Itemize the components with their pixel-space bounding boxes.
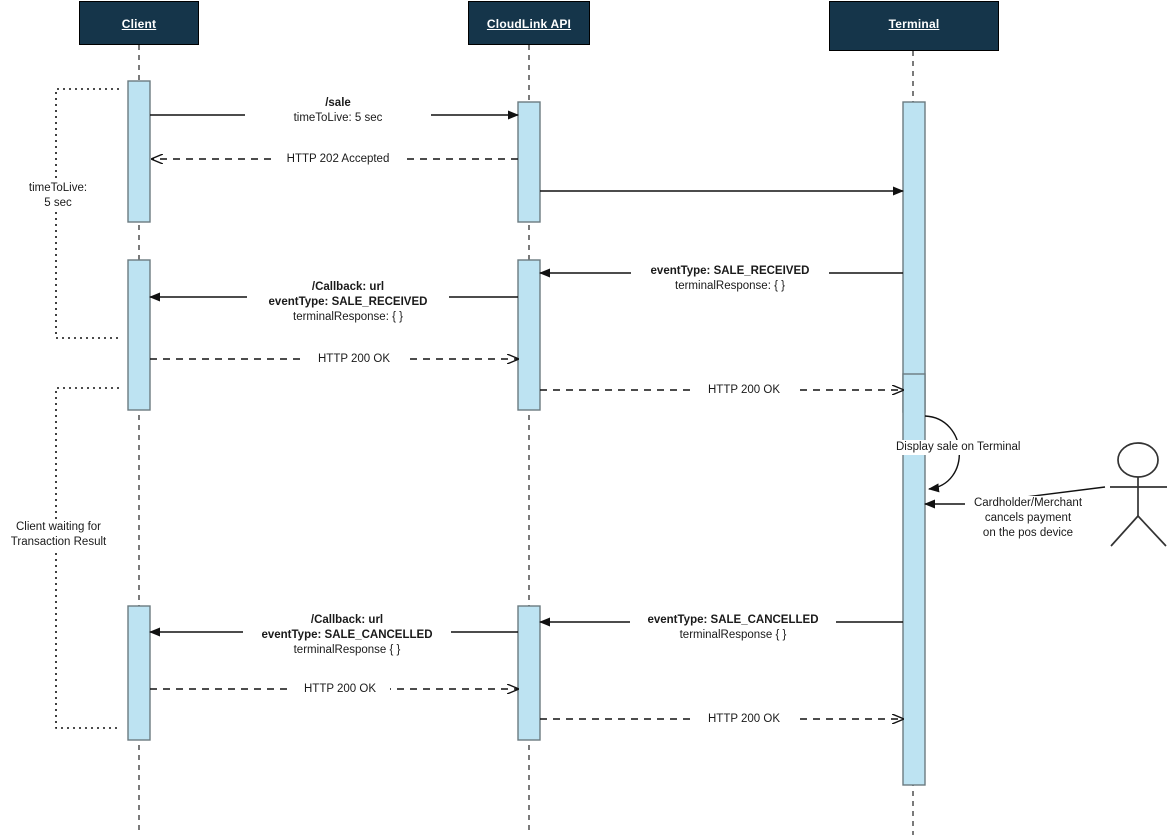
activation-cloudlink-2	[517, 259, 541, 411]
label-client-waiting-line-2: Transaction Result	[10, 536, 107, 548]
actor-header-client-label: Client	[121, 17, 157, 31]
label-client-waiting: Client waiting for Transaction Result	[0, 520, 117, 550]
label-sale-received-line-1: eventType: SALE_RECEIVED	[650, 265, 810, 277]
activation-terminal-1	[902, 101, 926, 413]
actor-header-client[interactable]: Client	[79, 1, 199, 45]
activation-group	[127, 80, 926, 786]
label-sale-received-line-2: terminalResponse: { }	[675, 280, 785, 292]
label-http-200-ok-1-text: HTTP 200 OK	[317, 353, 390, 365]
label-display-sale-on-terminal-text: Display sale on Terminal	[896, 441, 1021, 453]
label-cardholder-cancels-line-2: cancels payment	[984, 512, 1072, 524]
label-sale-cancelled-line-1: eventType: SALE_CANCELLED	[647, 614, 819, 626]
actor-header-terminal[interactable]: Terminal	[829, 1, 999, 51]
label-callback-sale-received-line-2: eventType: SALE_RECEIVED	[268, 296, 428, 308]
label-callback-sale-cancelled-line-3: terminalResponse { }	[293, 644, 401, 656]
label-callback-sale-received: /Callback: url eventType: SALE_RECEIVED …	[247, 280, 449, 325]
label-cardholder-cancels-line-3: on the pos device	[982, 527, 1074, 539]
label-callback-sale-cancelled: /Callback: url eventType: SALE_CANCELLED…	[243, 613, 451, 658]
label-display-sale-on-terminal: Display sale on Terminal	[893, 440, 1041, 455]
label-http-200-ok-3: HTTP 200 OK	[290, 682, 390, 697]
bracket-client-waiting	[55, 387, 119, 729]
label-time-to-live: timeToLive: 5 sec	[8, 181, 108, 211]
stick-figure-leg-right	[1137, 515, 1167, 547]
label-http-202-accepted: HTTP 202 Accepted	[271, 152, 405, 167]
label-time-to-live-line-1: timeToLive:	[28, 182, 88, 194]
actor-header-terminal-label: Terminal	[888, 17, 940, 31]
label-http-202-accepted-text: HTTP 202 Accepted	[286, 153, 390, 165]
label-callback-sale-cancelled-line-1: /Callback: url	[310, 614, 384, 626]
label-sale-cancelled-line-2: terminalResponse { }	[679, 629, 787, 641]
label-http-200-ok-2: HTTP 200 OK	[694, 383, 794, 398]
label-callback-sale-cancelled-line-2: eventType: SALE_CANCELLED	[261, 629, 433, 641]
activation-client-2	[127, 259, 151, 411]
label-http-200-ok-4-text: HTTP 200 OK	[707, 713, 780, 725]
label-http-200-ok-2-text: HTTP 200 OK	[707, 384, 780, 396]
label-http-200-ok-3-text: HTTP 200 OK	[303, 683, 376, 695]
label-sale-request-line-1: /sale	[325, 97, 351, 109]
activation-client-1	[127, 80, 151, 223]
label-cardholder-cancels-line-1: Cardholder/Merchant	[973, 497, 1083, 509]
label-time-to-live-line-2: 5 sec	[44, 197, 72, 209]
cardholder-stick-figure	[1110, 442, 1167, 547]
activation-client-3	[127, 605, 151, 741]
label-callback-sale-received-line-3: terminalResponse: { }	[293, 311, 403, 323]
activation-terminal-2	[902, 373, 926, 786]
label-sale-request: /sale timeToLive: 5 sec	[245, 96, 431, 126]
activation-cloudlink-3	[517, 605, 541, 741]
actor-header-cloudlink-api-label: CloudLink API	[486, 17, 572, 31]
label-sale-request-line-2: timeToLive: 5 sec	[293, 112, 383, 124]
label-http-200-ok-4: HTTP 200 OK	[694, 712, 794, 727]
stick-figure-head	[1117, 442, 1159, 478]
label-sale-cancelled: eventType: SALE_CANCELLED terminalRespon…	[630, 613, 836, 643]
label-callback-sale-received-line-1: /Callback: url	[311, 281, 385, 293]
bracket-time-to-live	[55, 88, 119, 339]
label-cardholder-cancels: Cardholder/Merchant cancels payment on t…	[965, 496, 1091, 541]
label-client-waiting-line-1: Client waiting for	[15, 521, 101, 533]
activation-cloudlink-1	[517, 101, 541, 223]
actor-header-cloudlink-api[interactable]: CloudLink API	[468, 1, 590, 45]
duration-bracket-group	[55, 88, 119, 729]
label-sale-received: eventType: SALE_RECEIVED terminalRespons…	[631, 264, 829, 294]
stick-figure-leg-left	[1110, 515, 1139, 547]
label-http-200-ok-1: HTTP 200 OK	[304, 352, 404, 367]
